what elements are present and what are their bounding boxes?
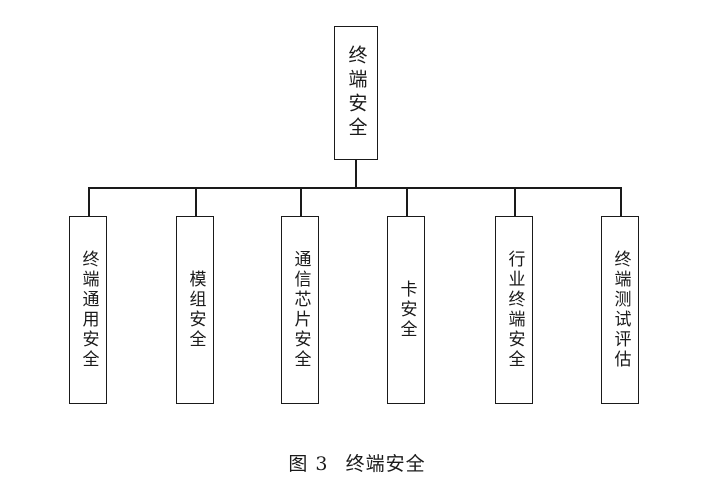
child-node-box-terminal-test-evaluation: 终端测试评估: [601, 216, 639, 404]
child-connector-line: [406, 187, 408, 216]
child-connector-line: [514, 187, 516, 216]
child-node-label: 通信芯片安全: [290, 250, 311, 370]
child-node-box-chip-security: 通信芯片安全: [281, 216, 319, 404]
child-connector-line: [620, 187, 622, 216]
child-node-label: 终端通用安全: [78, 250, 99, 370]
child-connector-line: [88, 187, 90, 216]
child-node-box-terminal-general-security: 终端通用安全: [69, 216, 107, 404]
root-node-label: 终端安全: [345, 45, 368, 141]
root-connector-line: [355, 160, 357, 188]
horizontal-bus-line: [88, 187, 621, 189]
child-connector-line: [300, 187, 302, 216]
child-node-box-module-security: 模组安全: [176, 216, 214, 404]
child-node-label: 行业终端安全: [504, 250, 525, 370]
root-node-box: 终端安全: [334, 26, 378, 160]
child-node-label: 终端测试评估: [610, 250, 631, 370]
child-node-box-industry-terminal-security: 行业终端安全: [495, 216, 533, 404]
child-node-box-card-security: 卡安全: [387, 216, 425, 404]
figure-title: 终端安全: [345, 453, 426, 475]
figure-number: 图 3: [288, 453, 329, 475]
child-node-label: 卡安全: [396, 280, 417, 340]
figure-caption: 图 3 终端安全: [0, 449, 714, 476]
child-node-label: 模组安全: [185, 270, 206, 350]
child-connector-line: [195, 187, 197, 216]
